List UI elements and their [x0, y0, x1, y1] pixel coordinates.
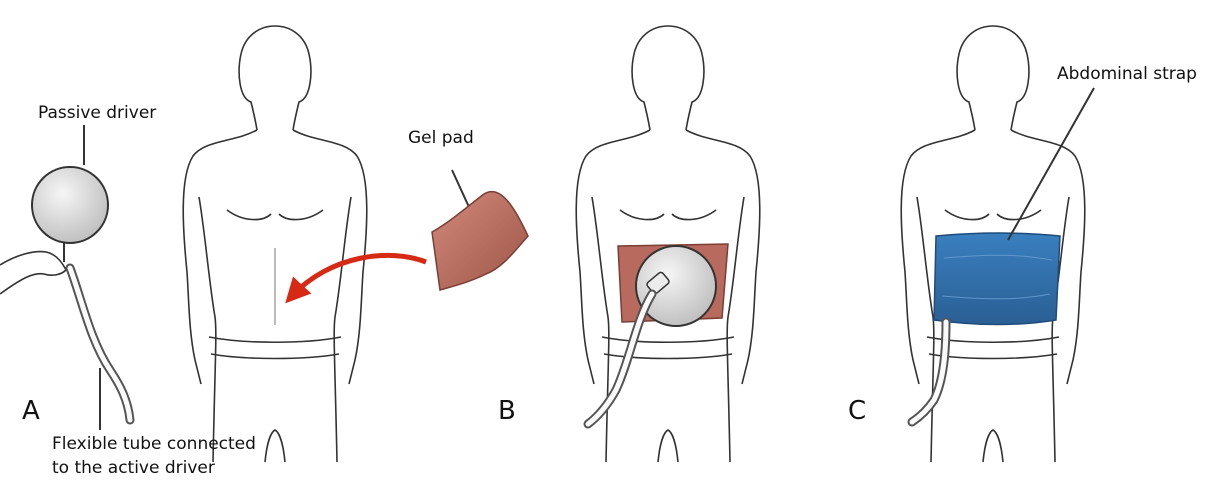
hand-outline: [0, 252, 66, 294]
placement-arrow: [292, 255, 426, 296]
panel-label-b: B: [498, 396, 516, 426]
body-outline-a: [183, 26, 367, 462]
gel-pad-group: [292, 170, 528, 296]
passive-driver-assembly: [0, 125, 130, 430]
gel-pad: [432, 192, 528, 290]
tube-label-line-2: to the active driver: [52, 458, 215, 479]
panel-label-a: A: [22, 396, 40, 426]
gel-pad-label: Gel pad: [408, 128, 474, 149]
abdominal-strap-label: Abdominal strap: [1057, 64, 1197, 85]
passive-driver-label: Passive driver: [38, 103, 156, 124]
abdominal-strap: [934, 233, 1060, 325]
strap-leader-line: [1008, 88, 1094, 240]
tube-label-line-1: Flexible tube connected: [52, 434, 256, 455]
body-outline-b: [576, 26, 760, 462]
passive-driver-disc: [32, 167, 108, 243]
panel-label-c: C: [848, 396, 866, 426]
